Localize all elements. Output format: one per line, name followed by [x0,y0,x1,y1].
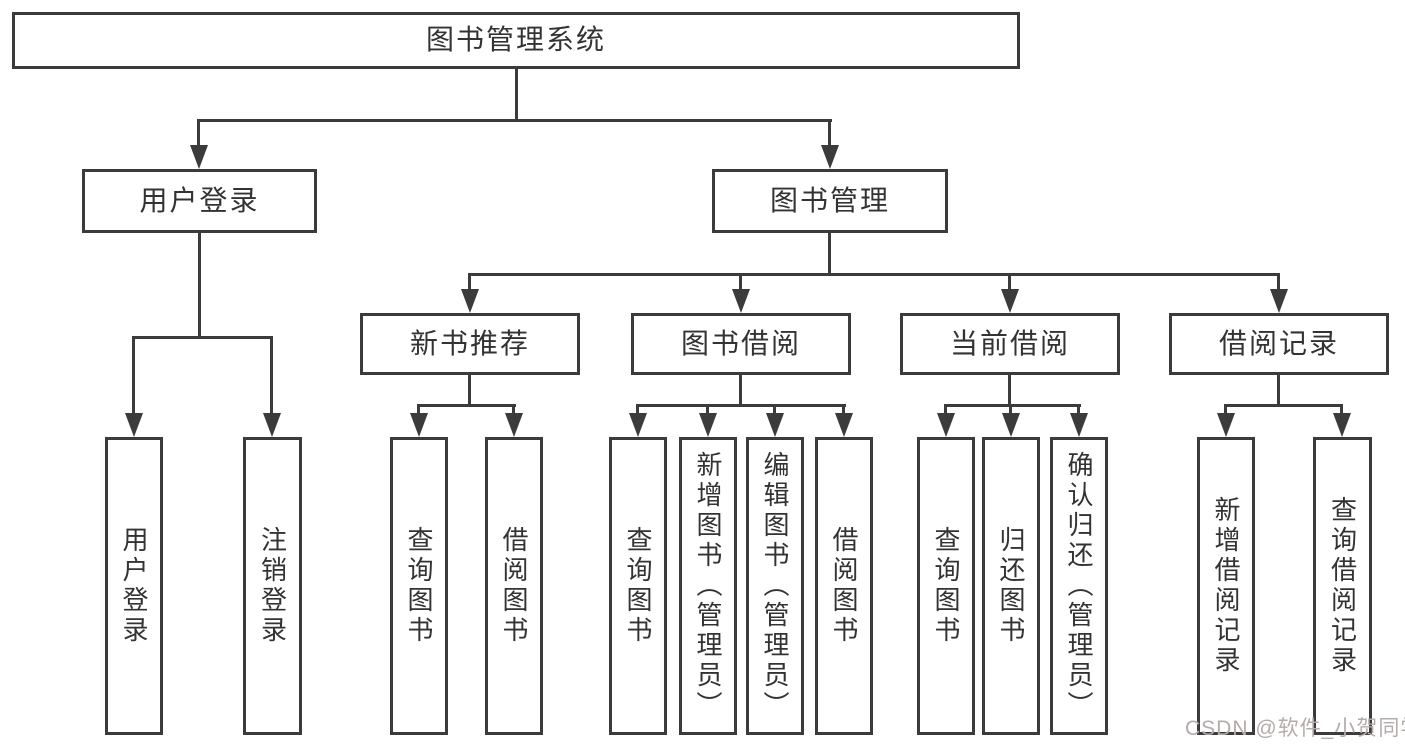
connector-to-leaf-login [132,338,135,416]
connector-to-borrow-records [1277,275,1280,293]
connector-stub [1077,406,1080,416]
leaf-borrow-books-newbook: 借阅图书 [485,437,543,735]
connector-stub [944,406,947,416]
connector-book-mgmt-drop [828,233,831,275]
leaf-add-borrow-record: 新增借阅记录 [1197,437,1255,735]
connector-to-current-borrow [1008,275,1011,293]
connector-stub [417,406,420,416]
connector-book-borrow-rail [636,404,846,407]
node-book-management: 图书管理 [712,169,948,233]
connector-borrow-records-rail [1224,404,1343,407]
connector-stub [1340,406,1343,416]
connector-stub [773,406,776,416]
connector-root-drop [515,69,518,121]
arrowhead-icon [937,413,955,437]
connector-to-book-management [828,121,831,147]
arrowhead-icon [505,413,523,437]
connector-to-user-login [197,121,200,147]
arrowhead-icon [699,413,717,437]
arrowhead-icon [766,413,784,437]
node-root-library-system: 图书管理系统 [12,12,1020,69]
leaf-add-books-admin: 新增图书（管理员） [679,437,737,735]
arrowhead-icon [1333,413,1351,437]
arrowhead-icon [629,413,647,437]
leaf-query-books-newbook: 查询图书 [390,437,448,735]
leaf-confirm-return-admin: 确认归还（管理员） [1050,437,1108,735]
connector-to-new-book [468,275,471,293]
leaf-borrow-books-borrow: 借阅图书 [815,437,873,735]
leaf-query-borrow-record: 查询借阅记录 [1313,437,1372,735]
connector-current-borrow-rail [944,404,1081,407]
connector-stub [1224,406,1227,416]
leaf-logout: 注销登录 [243,437,302,735]
arrowhead-icon [125,413,143,437]
connector-stub [636,406,639,416]
connector-to-leaf-logout [270,338,273,416]
arrowhead-icon [190,145,208,169]
connector-stub [512,406,515,416]
arrowhead-icon [732,289,750,313]
node-user-login: 用户登录 [82,169,317,233]
arrowhead-icon [821,145,839,169]
leaf-query-books-current: 查询图书 [917,437,975,735]
connector-stub [706,406,709,416]
connector-level1-rail [197,119,832,122]
connector-stub [1009,406,1012,416]
arrowhead-icon [1217,413,1235,437]
connector-to-book-borrow [739,275,742,293]
connector-new-book-drop [468,375,471,407]
node-current-borrow: 当前借阅 [900,313,1120,375]
connector-user-login-rail [132,336,273,339]
leaf-edit-books-admin: 编辑图书（管理员） [746,437,804,735]
arrowhead-icon [410,413,428,437]
connector-level2-rail [468,273,1280,276]
node-borrow-records: 借阅记录 [1169,313,1389,375]
connector-current-borrow-drop [1008,375,1011,407]
connector-borrow-records-drop [1277,375,1280,407]
connector-stub [842,406,845,416]
node-book-borrow: 图书借阅 [631,313,851,375]
csdn-watermark: CSDN @软件_小贺同学 [1185,717,1405,740]
leaf-query-books-borrow: 查询图书 [609,437,667,735]
connector-user-login-drop [198,233,201,338]
arrowhead-icon [1270,289,1288,313]
connector-new-book-rail [417,404,516,407]
arrowhead-icon [1070,413,1088,437]
arrowhead-icon [1002,413,1020,437]
leaf-return-books: 归还图书 [982,437,1040,735]
node-new-book-recommend: 新书推荐 [360,313,580,375]
arrowhead-icon [1001,289,1019,313]
arrowhead-icon [263,413,281,437]
arrowhead-icon [461,289,479,313]
arrowhead-icon [835,413,853,437]
leaf-user-login: 用户登录 [105,437,163,735]
connector-book-borrow-drop [739,375,742,407]
